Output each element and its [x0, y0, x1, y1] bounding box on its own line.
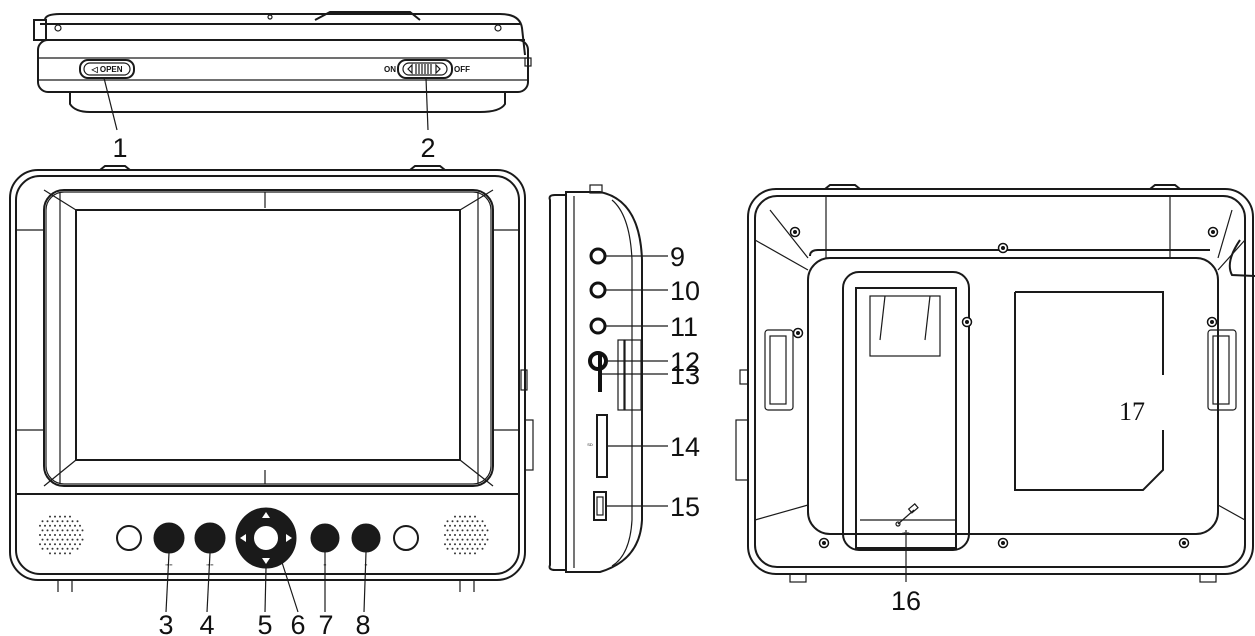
back-screws: [789, 226, 1219, 549]
right-speaker-grille: [444, 515, 489, 555]
dpad-down-arrow: [262, 558, 270, 564]
front-indicator-left: [116, 525, 142, 551]
label-plate: [1015, 291, 1164, 375]
callout-9: 9: [670, 242, 685, 272]
usb-port-15: [593, 491, 607, 521]
left-speaker-grille: [39, 515, 84, 555]
jack-10: [589, 281, 607, 299]
screen: [75, 209, 461, 461]
callout-15: 15: [670, 492, 700, 522]
callout-14: 14: [670, 432, 700, 462]
svg-text:▪▪▪▪▪: ▪▪▪▪▪: [165, 562, 173, 567]
svg-text:▪▪▪▪▪: ▪▪▪▪▪: [206, 562, 214, 567]
back-view: ▪▪▪▪▪: [735, 184, 1255, 583]
callout-4: 4: [199, 610, 214, 636]
callout-12: 12: [670, 347, 700, 377]
button-7: [310, 523, 340, 553]
callout-2: 2: [420, 133, 435, 163]
screen-bezel: [45, 191, 492, 485]
kickstand-frame: [842, 271, 970, 551]
sd-label: SD: [587, 442, 593, 447]
jack-11: [589, 317, 607, 335]
callout-11: 11: [670, 312, 698, 342]
dpad-right-arrow: [286, 534, 292, 542]
front-indicator-right: [393, 525, 419, 551]
kickstand: [855, 287, 957, 549]
jack-9: [589, 247, 607, 265]
callout-8: 8: [355, 610, 370, 636]
callout-1: 1: [112, 133, 127, 163]
callout-10: 10: [670, 276, 700, 306]
callout-3: 3: [158, 610, 173, 636]
callout-13: 13: [670, 360, 700, 390]
open-button: [79, 59, 135, 79]
on-label: ON: [384, 65, 396, 74]
button-3: [153, 522, 185, 554]
callout-7: 7: [318, 610, 333, 636]
back-center-panel: [807, 257, 1219, 535]
dpad-enter: [252, 524, 280, 552]
open-label: ◁ OPEN: [90, 65, 122, 74]
callout-16: 16: [891, 586, 921, 616]
card-slot-13: [598, 352, 602, 392]
side-view: SD: [548, 184, 668, 573]
dpad-up-arrow: [262, 512, 270, 518]
front-view: ▪▪▪▪▪ ▪▪▪▪▪ ▪▪ ▪▪: [9, 165, 534, 613]
button-4: [194, 522, 226, 554]
callout-5: 5: [257, 610, 272, 636]
button-8: [351, 523, 381, 553]
power-switch: [397, 59, 453, 79]
callout-6: 6: [290, 610, 305, 636]
svg-text:▪▪: ▪▪: [365, 562, 368, 567]
callout-17: 17: [1119, 397, 1145, 426]
power-switch-grip: [407, 63, 441, 75]
off-label: OFF: [454, 65, 470, 74]
sd-slot-14: [596, 414, 608, 478]
top-view: ◁ OPEN ON OFF: [33, 11, 532, 131]
usb-symbol-icon: [895, 503, 919, 527]
dpad-left-arrow: [240, 534, 246, 542]
front-housing: [9, 169, 526, 581]
